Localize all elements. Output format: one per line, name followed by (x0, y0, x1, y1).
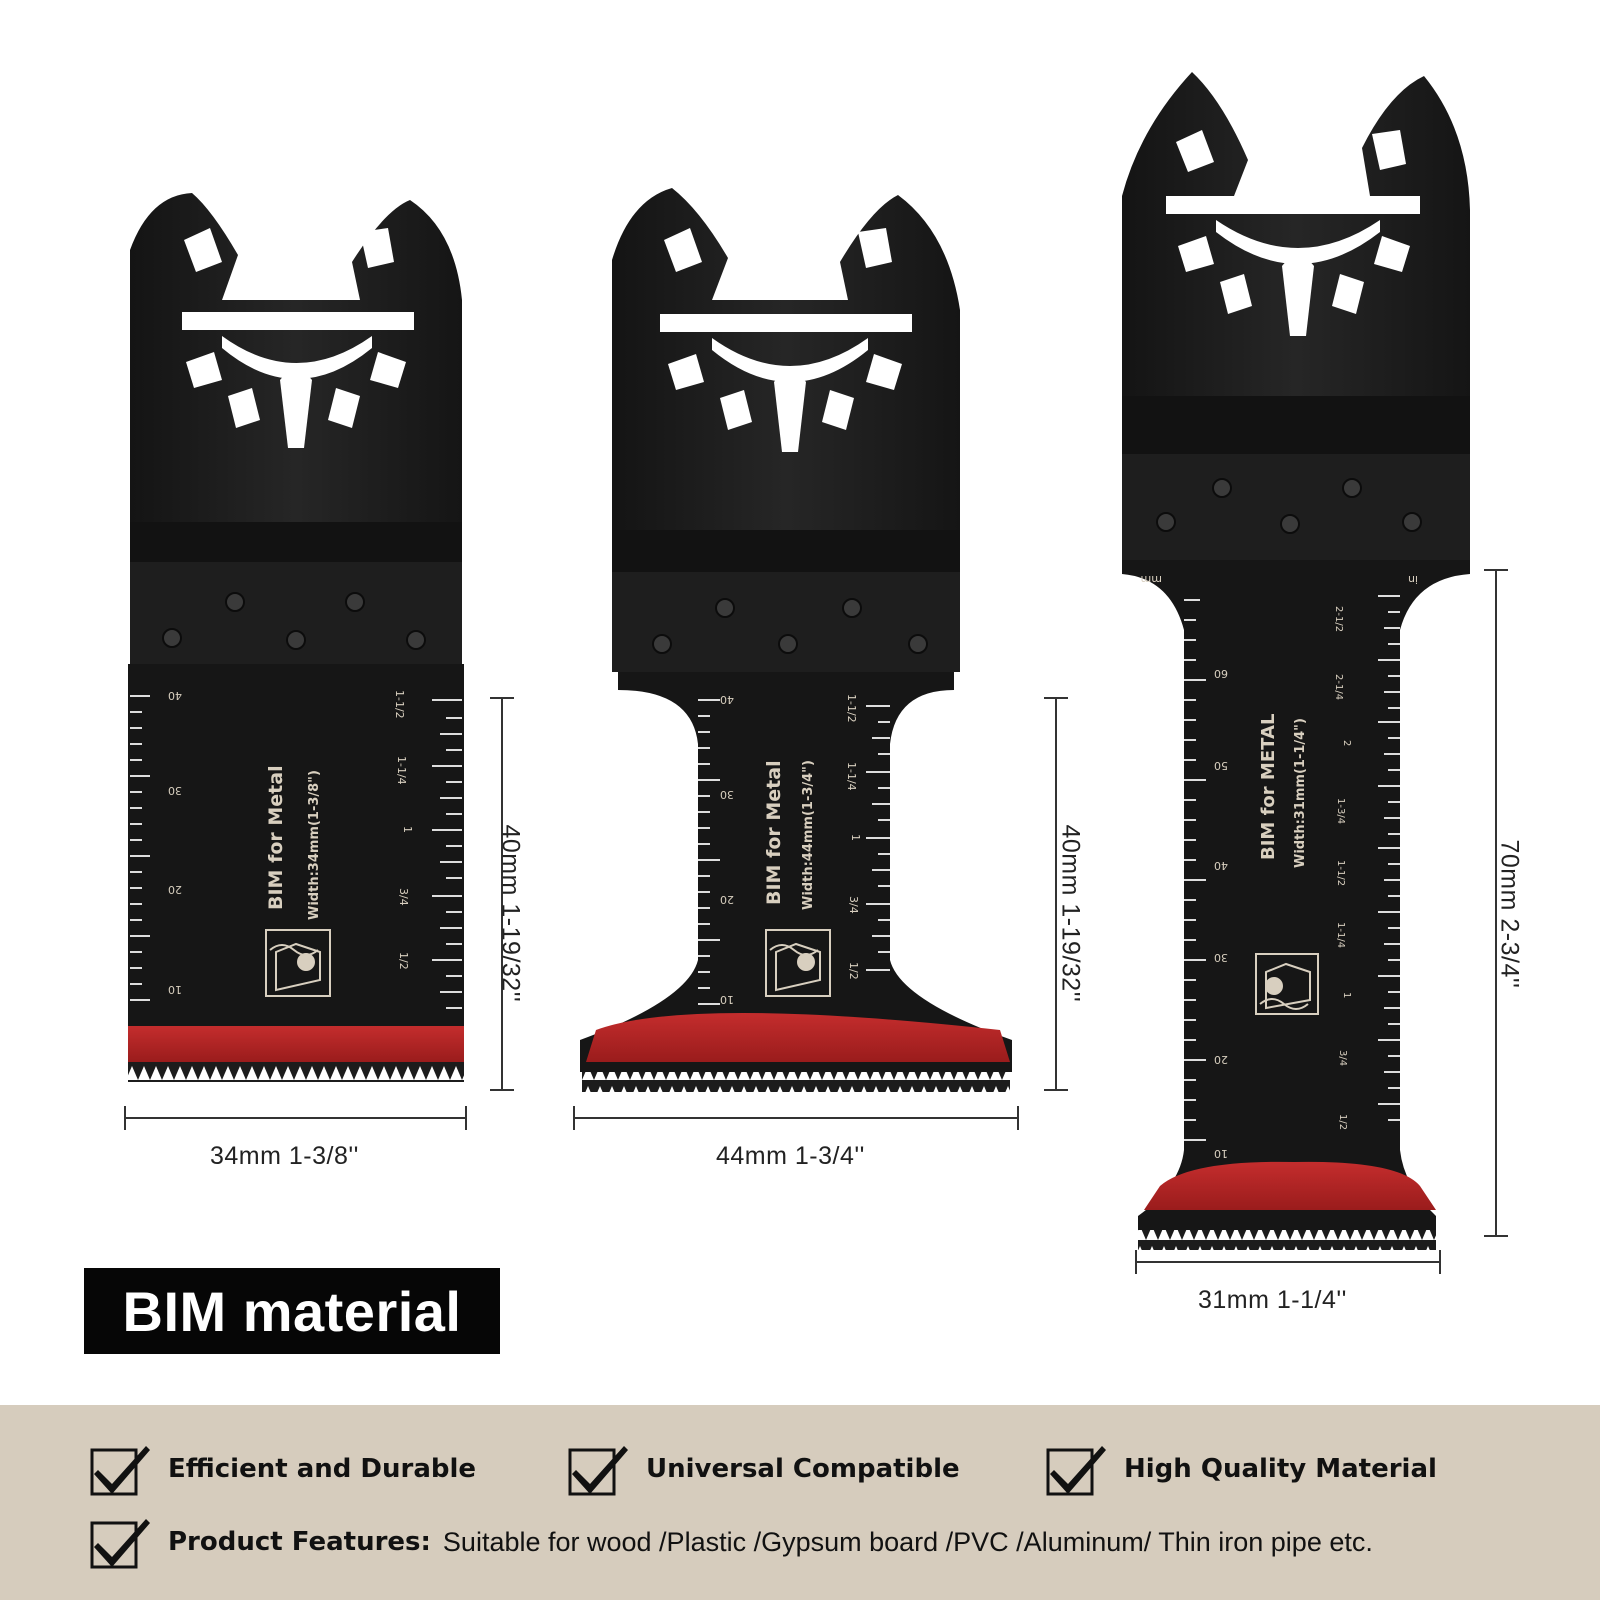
product-features-row: Product Features: Suitable for wood /Pla… (88, 1513, 1373, 1571)
mm-tick-label: 40 (168, 689, 182, 702)
in-tick-label: 1 (849, 834, 862, 841)
mm-tick-label: 30 (720, 788, 734, 801)
in-tick-label: 1/2 (1337, 1114, 1348, 1130)
blade-31mm: mm in 60 50 40 30 20 10 2-1/2 2-1/4 2 1-… (1122, 72, 1470, 1250)
feature-universal-compatible: Universal Compatible (566, 1440, 960, 1498)
mm-tick-label: 40 (720, 693, 734, 706)
in-tick-label: 1-1/4 (395, 756, 408, 785)
checkbox-icon (90, 1519, 150, 1569)
mm-tick-label: 20 (1214, 1053, 1228, 1066)
blade-44mm: 40 30 20 10 1-1/2 1-1/4 1 3/4 1/2 BIM fo… (580, 188, 1012, 1092)
in-tick-label: 1-1/2 (1335, 860, 1346, 886)
in-tick-label: 3/4 (397, 888, 410, 906)
in-tick-label: 3/4 (1337, 1050, 1348, 1066)
blade-print-title: BIM for Metal (763, 760, 785, 905)
height-label-blade-2: 40mm 1-19/32'' (1056, 824, 1085, 1003)
blade-print-width: Width:44mm(1-3/4") (801, 760, 816, 910)
mm-tick-label: 30 (1214, 951, 1228, 964)
in-tick-label: 1-1/4 (845, 762, 858, 791)
mm-tick-label: 20 (168, 883, 182, 896)
unit-mm-label: mm (1141, 573, 1162, 586)
width-label-blade-1: 34mm 1-3/8'' (210, 1142, 359, 1170)
blade-print-title: BIM for METAL (1258, 714, 1279, 860)
lab-logo-icon (765, 929, 831, 997)
height-label-blade-3: 70mm 2-3/4'' (1495, 839, 1524, 989)
lab-logo-icon (1255, 953, 1319, 1015)
width-label-blade-2: 44mm 1-3/4'' (716, 1142, 865, 1170)
in-tick-label: 1 (401, 826, 414, 833)
feature-high-quality-material: High Quality Material (1044, 1440, 1437, 1498)
mm-tick-label: 20 (720, 893, 734, 906)
in-tick-label: 1 (1341, 992, 1352, 998)
checkbox-icon (1046, 1446, 1106, 1496)
mm-tick-label: 10 (720, 993, 734, 1006)
blade-print-width: Width:34mm(1-3/8") (307, 770, 322, 920)
feature-efficient-durable: Efficient and Durable (88, 1440, 476, 1498)
mm-tick-label: 50 (1214, 759, 1228, 772)
in-tick-label: 2 (1341, 740, 1352, 746)
in-tick-label: 3/4 (847, 896, 860, 914)
dimension-lines (124, 569, 1508, 1274)
blade-illustration: 40 30 20 10 1-1/2 1-1/4 1 3/4 1/2 BIM fo… (124, 72, 1508, 1274)
checkbox-icon (90, 1446, 150, 1496)
in-tick-label: 1-1/4 (1335, 922, 1346, 948)
in-tick-label: 1-1/2 (393, 690, 406, 719)
mm-tick-label: 10 (1214, 1147, 1228, 1160)
mm-tick-label: 40 (1214, 859, 1228, 872)
in-tick-label: 1-1/2 (845, 694, 858, 723)
features-band: Efficient and Durable Universal Compatib… (0, 1405, 1600, 1600)
lab-logo-icon (265, 929, 331, 997)
width-label-blade-3: 31mm 1-1/4'' (1198, 1286, 1347, 1314)
checkbox-icon (568, 1446, 628, 1496)
feature-label: High Quality Material (1124, 1454, 1437, 1484)
mm-tick-label: 30 (168, 784, 182, 797)
in-tick-label: 1/2 (847, 962, 860, 980)
feature-label: Universal Compatible (646, 1454, 960, 1484)
product-features-text: Suitable for wood /Plastic /Gypsum board… (442, 1526, 1373, 1557)
in-tick-label: 1-3/4 (1335, 798, 1346, 824)
mm-tick-label: 60 (1214, 667, 1228, 680)
in-tick-label: 2-1/2 (1333, 606, 1344, 632)
in-tick-label: 2-1/4 (1333, 674, 1344, 700)
in-tick-label: 1/2 (397, 952, 410, 970)
blade-34mm: 40 30 20 10 1-1/2 1-1/4 1 3/4 1/2 BIM fo… (128, 193, 464, 1082)
product-features-label: Product Features: (168, 1527, 431, 1557)
bim-material-badge: BIM material (84, 1268, 500, 1354)
unit-in-label: in (1408, 573, 1418, 586)
mm-tick-label: 10 (168, 983, 182, 996)
feature-label: Efficient and Durable (168, 1454, 477, 1484)
height-label-blade-1: 40mm 1-19/32'' (496, 824, 525, 1003)
blade-print-width: Width:31mm(1-1/4") (1293, 718, 1308, 868)
blade-print-title: BIM for Metal (265, 765, 287, 910)
